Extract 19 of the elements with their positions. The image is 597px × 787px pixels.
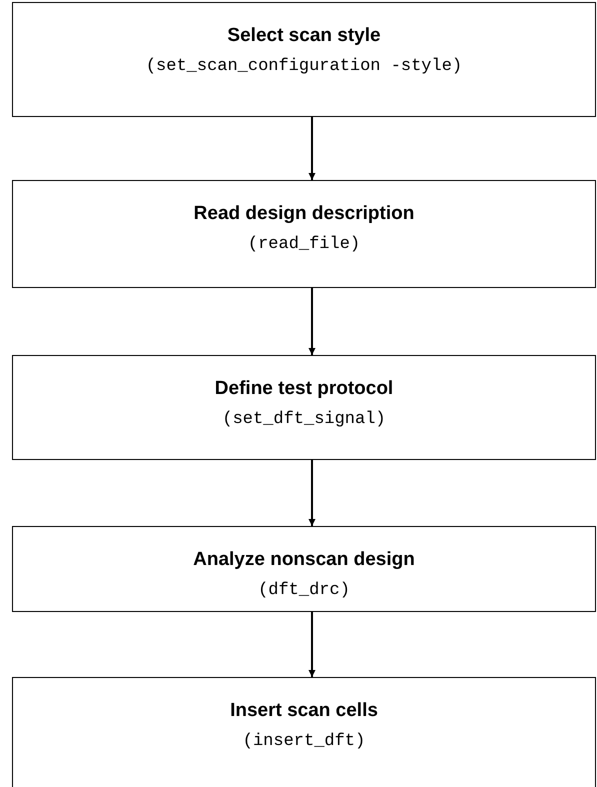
command-text: (set_scan_configuration -style) [146,57,462,76]
arrow [308,612,316,677]
process-box [12,526,596,612]
step-title: Select scan style [227,25,381,47]
process-box [12,180,596,288]
command-text: (insert_dft) [242,732,366,751]
arrow [308,460,316,526]
process-box [12,355,596,460]
command-text: (set_dft_signal) [222,410,386,429]
command-text: (read_file) [248,235,360,254]
process-box [12,677,596,787]
step-title: Define test protocol [214,378,394,400]
step-title: Insert scan cells [230,700,378,722]
arrow [308,288,316,355]
command-text: (dft_drc) [258,581,350,600]
process-box [12,2,596,117]
arrow [308,117,316,180]
step-title: Read design description [194,203,414,225]
step-title: Analyze nonscan design [193,549,415,571]
